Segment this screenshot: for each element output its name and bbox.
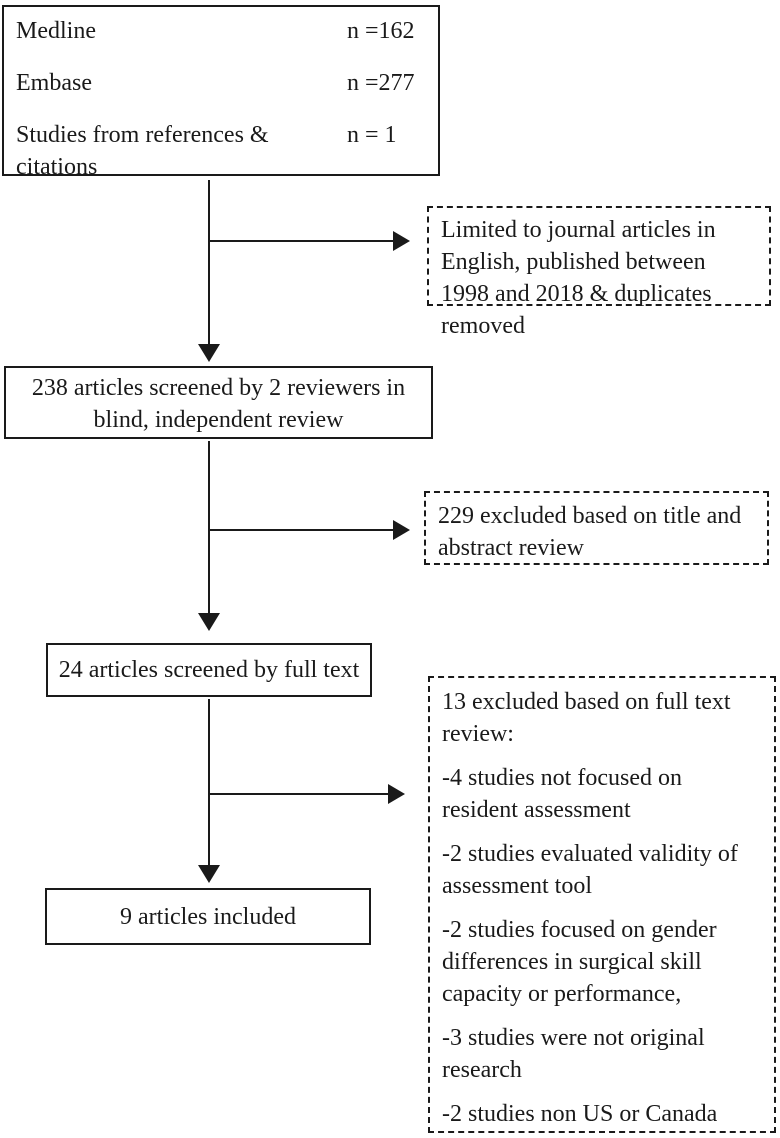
arrow-fulltext-to-included-shaft — [208, 699, 210, 865]
source-count: n =162 — [347, 18, 415, 44]
fulltext-excluded-box: 13 excluded based on full text review: -… — [428, 676, 776, 1133]
source-count: n =277 — [347, 70, 415, 96]
source-label: Studies from references & citations — [16, 122, 269, 180]
fulltext-excluded-reason-2: -2 studies evaluated validity of assessm… — [442, 841, 738, 899]
arrow-screened-to-fulltext-head-icon — [198, 613, 220, 631]
fulltext-excluded-reason-4: -3 studies were not original research — [442, 1025, 705, 1083]
fulltext-excluded-reason-3: -2 studies focused on gender differences… — [442, 917, 717, 1007]
arrow-to-title-abstract-excluded-shaft — [209, 529, 393, 531]
fulltext-text: 24 articles screened by full text — [58, 657, 360, 683]
limit-note-box: Limited to journal articles in English, … — [427, 206, 771, 339]
arrow-to-limit-note-head-icon — [393, 231, 410, 251]
included-box: 9 articles included — [45, 888, 371, 945]
limit-note-text: Limited to journal articles in English, … — [441, 217, 716, 339]
sources-box: Medline n =162 Embase n =277 Studies fro… — [2, 5, 440, 180]
title-abstract-excluded-text: 229 excluded based on title and abstract… — [438, 503, 742, 561]
fulltext-box: 24 articles screened by full text — [46, 643, 372, 697]
arrow-to-limit-note-shaft — [209, 240, 393, 242]
arrow-to-fulltext-excluded-head-icon — [388, 784, 405, 804]
source-label: Medline — [16, 18, 96, 44]
source-count: n = 1 — [347, 122, 397, 148]
fulltext-excluded-header: 13 excluded based on full text review: — [442, 689, 731, 747]
screened-box: 238 articles screened by 2 reviewers in … — [4, 366, 433, 439]
arrow-to-fulltext-excluded-shaft — [209, 793, 388, 795]
fulltext-excluded-reason-5: -2 studies non US or Canada — [442, 1101, 718, 1127]
included-text: 9 articles included — [120, 904, 296, 930]
arrow-screened-to-fulltext-shaft — [208, 441, 210, 613]
title-abstract-excluded-box: 229 excluded based on title and abstract… — [424, 491, 769, 565]
source-label: Embase — [16, 70, 92, 96]
source-row-medline: Medline n =162 — [16, 15, 430, 47]
source-row-embase: Embase n =277 — [16, 67, 430, 99]
screened-line-2: blind, independent review — [93, 407, 344, 433]
arrow-sources-to-screened-head-icon — [198, 344, 220, 362]
fulltext-excluded-reason-1: -4 studies not focused on resident asses… — [442, 765, 682, 823]
arrow-sources-to-screened-shaft — [208, 180, 210, 344]
screened-line-1: 238 articles screened by 2 reviewers in — [31, 375, 406, 401]
source-row-references: Studies from references & citations n = … — [16, 119, 430, 183]
arrow-fulltext-to-included-head-icon — [198, 865, 220, 883]
arrow-to-title-abstract-excluded-head-icon — [393, 520, 410, 540]
